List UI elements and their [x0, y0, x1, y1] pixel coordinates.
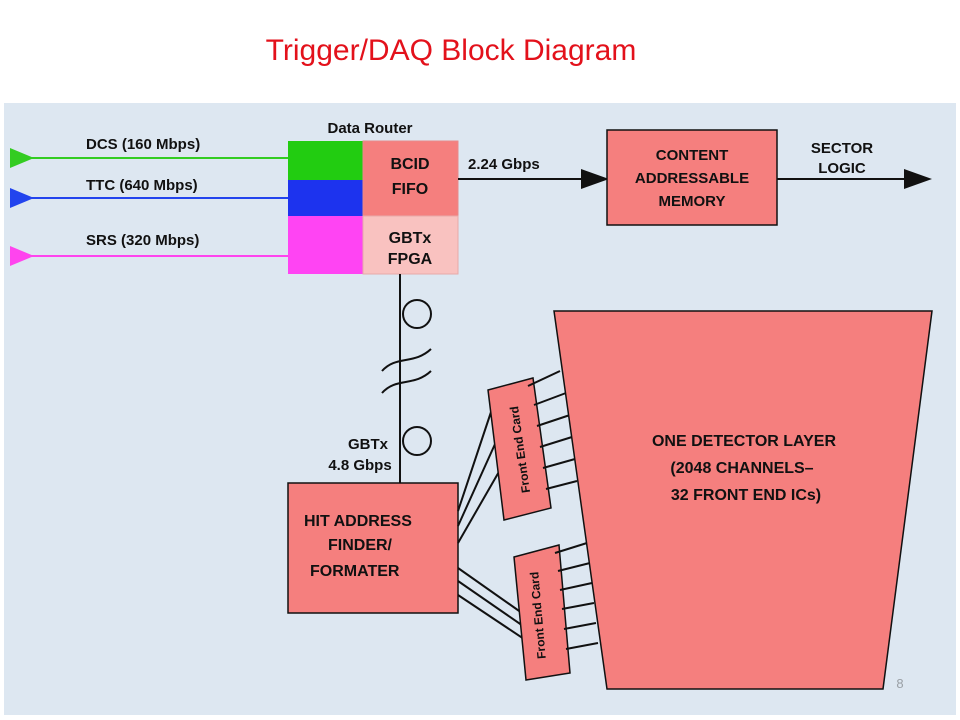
sector-logic-line-2: LOGIC	[818, 160, 866, 177]
haf-fec-bottom-wire-2	[457, 580, 527, 629]
haf-line-1: HIT ADDRESS	[304, 513, 412, 530]
fec-to-detector-connections	[527, 370, 599, 650]
fec-top-det-wire-3	[536, 414, 571, 427]
fec-bottom-det-wire-4	[561, 602, 595, 610]
fec-bottom-det-wire-1	[554, 542, 588, 554]
cam-line-1: CONTENT	[656, 147, 729, 164]
data-router: Data Router BCID FIFO GBTx FPGA	[288, 120, 459, 275]
fiber-loop-top	[402, 299, 432, 329]
fec-top-block	[487, 377, 552, 521]
fifo-label: FIFO	[392, 181, 428, 198]
haf-to-fec-connections	[457, 402, 531, 644]
gbtx-optical-link: GBTx 4.8 Gbps	[328, 274, 432, 483]
gbtx-link-line-2: 4.8 Gbps	[328, 457, 391, 474]
srs-link: SRS (320 Mbps)	[9, 232, 288, 266]
detector-line-2: (2048 CHANNELS–	[670, 460, 813, 477]
haf-fec-top-wire-1	[457, 402, 495, 512]
fec-bottom-det-wire-3	[559, 582, 593, 591]
fec-bottom-block	[513, 544, 571, 681]
dcs-link: DCS (160 Mbps)	[9, 136, 288, 168]
hit-address-finder: HIT ADDRESS FINDER/ FORMATER	[287, 482, 459, 614]
haf-block	[287, 482, 459, 614]
data-router-title: Data Router	[327, 120, 412, 137]
ttc-label: TTC (640 Mbps)	[86, 177, 198, 194]
fpga-label: FPGA	[388, 251, 433, 268]
break-mark-top	[381, 348, 432, 372]
ttc-port	[288, 180, 363, 216]
fiber-loop-bottom	[402, 426, 432, 456]
cam-block	[606, 129, 778, 226]
front-end-card-top: Front End Card	[487, 377, 552, 521]
front-end-card-bottom: Front End Card	[513, 544, 571, 681]
break-mark-bottom	[381, 370, 432, 394]
sector-logic-line-1: SECTOR	[811, 140, 873, 157]
gbtx-label: GBTx	[389, 230, 432, 247]
ttc-link: TTC (640 Mbps)	[9, 177, 288, 208]
fec-top-det-wire-4	[539, 436, 573, 448]
fec-top-det-wire-1	[527, 370, 561, 387]
cam-line-3: MEMORY	[659, 193, 726, 210]
bcid-fifo-block	[362, 140, 459, 217]
fec-top-det-wire-5	[542, 458, 576, 469]
haf-fec-bottom-wire-1	[457, 567, 523, 614]
link-speed-label: 2.24 Gbps	[468, 156, 540, 173]
slide-title: Trigger/DAQ Block Diagram	[265, 34, 637, 67]
haf-line-3: FORMATER	[310, 563, 400, 580]
haf-line-2: FINDER/	[328, 537, 393, 554]
haf-fec-top-wire-2	[457, 432, 501, 527]
fec-bottom-det-wire-6	[565, 642, 599, 650]
diagram-panel: DCS (160 Mbps) TTC (640 Mbps) SRS (320 M…	[4, 103, 956, 715]
fec-bottom-det-wire-5	[563, 622, 597, 630]
gbtx-fpga-block	[362, 215, 459, 275]
detector-line-3: 32 FRONT END ICs)	[671, 487, 821, 504]
srs-label: SRS (320 Mbps)	[86, 232, 199, 249]
dcs-port	[288, 141, 363, 180]
content-addressable-memory: CONTENT ADDRESSABLE MEMORY	[606, 129, 778, 226]
dcs-label: DCS (160 Mbps)	[86, 136, 200, 153]
fec-top-det-wire-6	[545, 480, 578, 490]
page-number: 8	[896, 676, 904, 691]
srs-port	[288, 216, 363, 274]
detector-layer: ONE DETECTOR LAYER (2048 CHANNELS– 32 FR…	[553, 310, 933, 690]
gbtx-link-line-1: GBTx	[348, 436, 389, 453]
fec-top-det-wire-2	[533, 392, 567, 406]
haf-fec-top-wire-3	[457, 462, 505, 544]
detector-block	[553, 310, 933, 690]
cam-line-2: ADDRESSABLE	[635, 170, 749, 187]
haf-fec-bottom-wire-3	[457, 594, 531, 644]
block-diagram: DCS (160 Mbps) TTC (640 Mbps) SRS (320 M…	[9, 120, 933, 690]
detector-line-1: ONE DETECTOR LAYER	[652, 433, 836, 450]
fec-bottom-det-wire-2	[557, 562, 591, 572]
bcid-label: BCID	[390, 156, 429, 173]
